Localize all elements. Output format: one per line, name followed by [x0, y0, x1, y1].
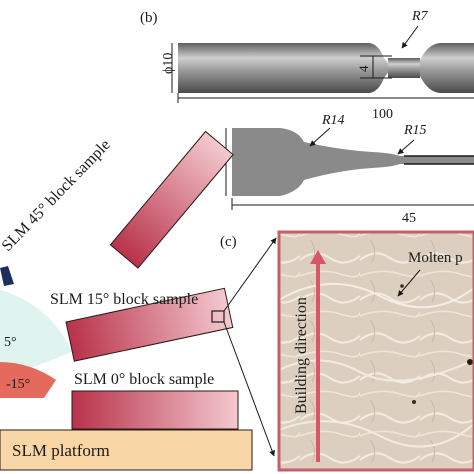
flat-length-label: 45	[402, 211, 416, 226]
molten-pool-label: Molten p	[408, 250, 463, 266]
slm-platform	[0, 429, 253, 471]
flat-specimen	[232, 128, 474, 196]
molten-pool-arrow	[397, 269, 421, 297]
angle-label-2: -15°	[6, 377, 30, 392]
zoom-line-bottom	[223, 321, 275, 457]
flat-radius1-arrow	[309, 127, 331, 147]
cyl-radius-label: R7	[411, 9, 429, 24]
label-45deg-block: SLM 45° block sample	[0, 136, 114, 254]
building-direction-label: Building direction	[293, 297, 310, 414]
block-15deg	[65, 287, 234, 362]
block-15deg-sample-box	[211, 310, 225, 323]
block-0deg	[71, 390, 239, 430]
angle-arc	[0, 266, 72, 398]
cyl-neck-dim-label: 4	[356, 65, 371, 72]
slm-platform-label: SLM platform	[12, 441, 110, 460]
flat-radius2-arrow	[397, 139, 415, 155]
label-15deg-block: SLM 15° block sample	[50, 291, 198, 308]
panel-b-label: (b)	[140, 10, 158, 26]
building-direction-arrowhead	[310, 250, 326, 264]
flat-radius2-label: R15	[403, 123, 427, 138]
micrograph	[277, 230, 474, 472]
cylindrical-specimen	[178, 43, 474, 93]
block-45deg	[109, 130, 234, 269]
panel-c-label: (c)	[220, 234, 237, 250]
cyl-diameter-label: ϕ10	[161, 53, 176, 74]
cyl-radius-arrow	[401, 25, 419, 49]
flat-radius1-label: R14	[321, 113, 345, 128]
label-0deg-block: SLM 0° block sample	[74, 371, 214, 388]
cyl-length-label: 100	[372, 107, 393, 122]
angle-label-1: 5°	[4, 335, 17, 350]
zoom-line-top	[223, 237, 277, 312]
